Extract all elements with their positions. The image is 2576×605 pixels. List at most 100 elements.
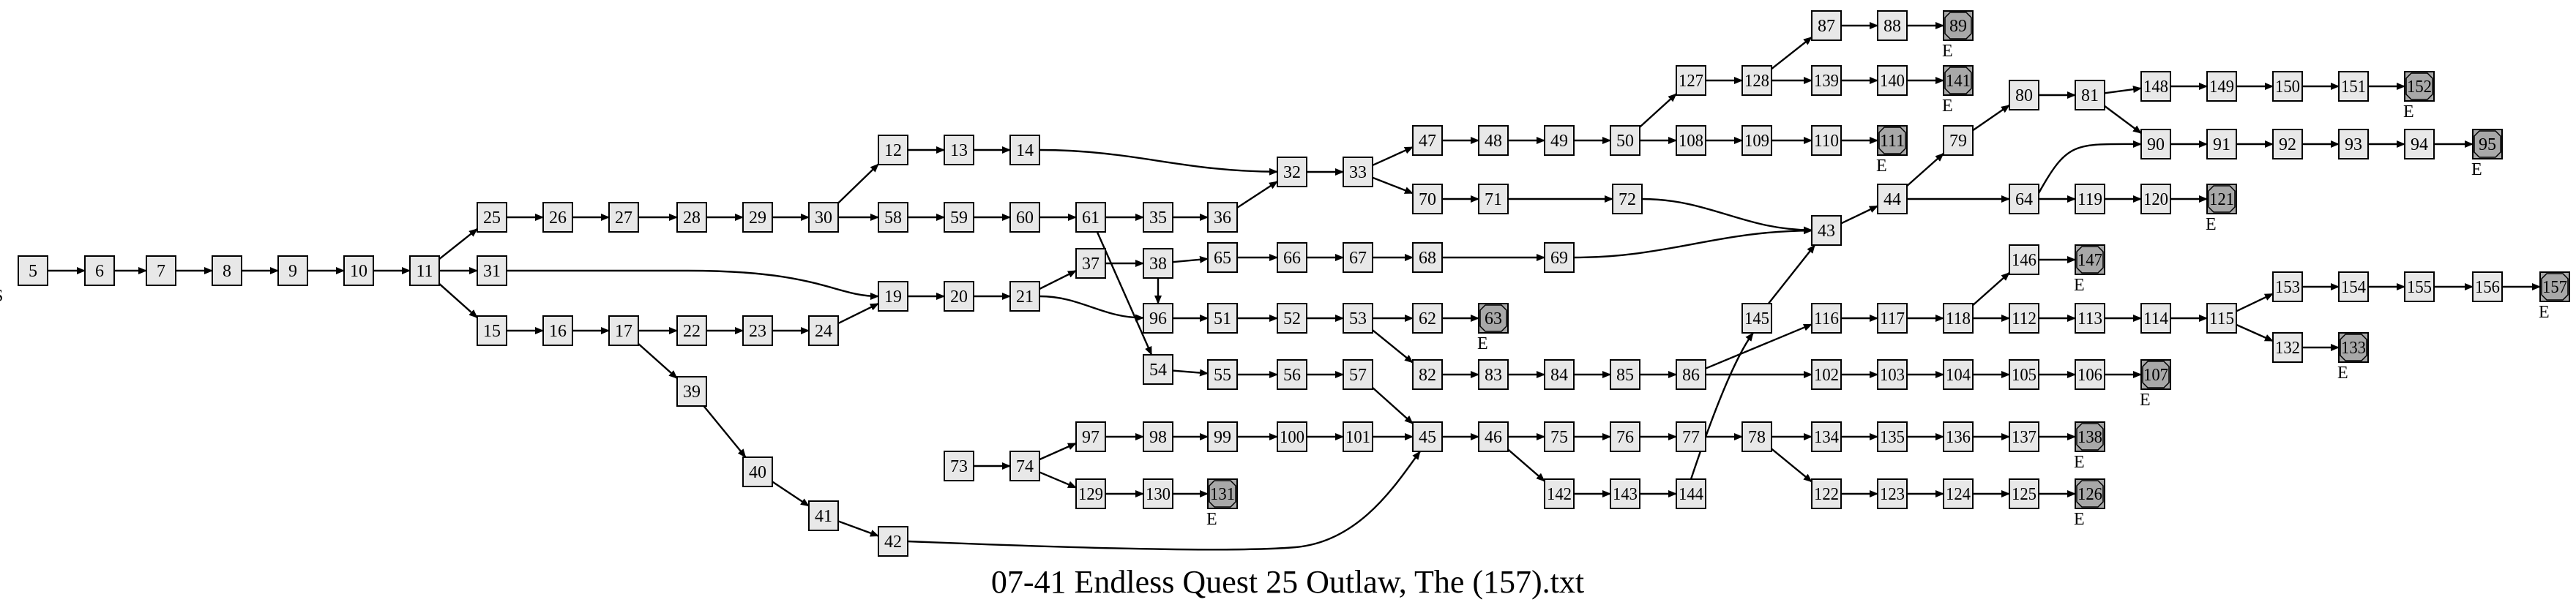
- node-label: 77: [1682, 428, 1700, 447]
- node-box: [2206, 129, 2237, 159]
- node-box: [1610, 359, 1640, 390]
- node-20: 20: [944, 281, 974, 312]
- end-node-box: [1207, 478, 1238, 509]
- node-61: 61: [1075, 202, 1106, 233]
- node-108: 108: [1676, 125, 1706, 156]
- edge-33-70: [1372, 176, 1414, 195]
- node-73: 73: [944, 451, 974, 481]
- edge-57-45: [1372, 387, 1414, 424]
- node-label: 97: [1082, 428, 1100, 447]
- node-box: [2272, 129, 2303, 159]
- node-box: [1811, 215, 1842, 246]
- node-label: 85: [1616, 366, 1634, 385]
- node-label: 136: [1946, 428, 1971, 447]
- node-label: 44: [1884, 190, 1901, 209]
- node-box: [2472, 271, 2503, 302]
- node-129: 129: [1075, 478, 1106, 509]
- edge-36-32: [1236, 181, 1278, 208]
- node-87: 87: [1811, 10, 1842, 41]
- node-box: [146, 255, 176, 286]
- node-box: [2338, 129, 2369, 159]
- node-label: 94: [2411, 135, 2428, 154]
- node-label: 50: [1616, 132, 1634, 151]
- node-layer: 5S67891011252627282930121314585960613536…: [0, 10, 2570, 557]
- edge-53-82: [1372, 329, 1414, 364]
- node-label: 74: [1016, 457, 1034, 476]
- node-box: [878, 202, 908, 233]
- node-label: 27: [615, 208, 632, 228]
- node-box: [1811, 65, 1842, 96]
- node-95: 95E: [2471, 129, 2503, 179]
- node-115: 115: [2206, 303, 2237, 334]
- node-label: 157: [2542, 278, 2567, 297]
- node-117: 117: [1877, 303, 1908, 334]
- node-label: 45: [1419, 428, 1436, 447]
- node-box: [2075, 359, 2105, 390]
- node-33: 33: [1343, 157, 1373, 187]
- node-box: [1143, 478, 1173, 509]
- node-55: 55: [1207, 359, 1238, 390]
- node-label: 149: [2209, 78, 2234, 97]
- node-155: 155: [2404, 271, 2435, 302]
- edge-11-25: [438, 228, 478, 260]
- end-marker: E: [1206, 510, 1217, 529]
- node-83: 83: [1478, 359, 1509, 390]
- edge-61-54: [1096, 231, 1153, 356]
- node-box: [1412, 242, 1443, 273]
- node-29: 29: [742, 202, 773, 233]
- end-octagon-icon: [2541, 273, 2569, 301]
- node-box: [1544, 125, 1575, 156]
- node-box: [676, 315, 707, 346]
- node-label: 151: [2341, 78, 2366, 97]
- node-149: 149: [2206, 71, 2237, 102]
- node-label: 14: [1016, 141, 1034, 160]
- node-box: [1343, 242, 1373, 273]
- node-70: 70: [1412, 184, 1443, 214]
- node-box: [542, 315, 573, 346]
- node-label: 156: [2475, 278, 2500, 297]
- node-label: 131: [1210, 485, 1235, 504]
- node-label: 64: [2015, 190, 2033, 209]
- end-octagon-icon: [2076, 480, 2104, 508]
- node-label: 104: [1946, 366, 1971, 385]
- end-node-box: [1943, 65, 1974, 96]
- node-label: 70: [1419, 190, 1436, 209]
- node-132: 132: [2272, 332, 2303, 363]
- node-30: 30: [808, 202, 839, 233]
- node-124: 124: [1943, 478, 1974, 509]
- node-41: 41: [808, 500, 839, 531]
- node-box: [2009, 359, 2039, 390]
- node-box: [477, 255, 507, 286]
- node-label: 46: [1485, 428, 1502, 447]
- end-node-box: [2404, 71, 2435, 102]
- node-box: [1143, 303, 1173, 334]
- node-130: 130: [1143, 478, 1173, 509]
- end-octagon-icon: [2208, 185, 2236, 213]
- node-146: 146: [2009, 244, 2039, 275]
- node-134: 134: [1811, 421, 1842, 452]
- node-label: 31: [483, 262, 501, 281]
- end-node-box: [2206, 184, 2237, 214]
- node-box: [2140, 303, 2171, 334]
- node-label: 28: [683, 208, 701, 228]
- end-marker: E: [2206, 215, 2217, 234]
- node-8: 8: [212, 255, 242, 286]
- node-label: 140: [1880, 72, 1905, 91]
- node-48: 48: [1478, 125, 1509, 156]
- node-box: [2075, 80, 2105, 110]
- node-142: 142: [1544, 478, 1575, 509]
- node-box: [2009, 303, 2039, 334]
- node-box: [2140, 71, 2171, 102]
- node-150: 150: [2272, 71, 2303, 102]
- node-38: 38: [1143, 248, 1173, 279]
- node-box: [477, 202, 507, 233]
- node-9: 9: [277, 255, 308, 286]
- node-box: [1412, 303, 1443, 334]
- node-box: [1811, 421, 1842, 452]
- node-72: 72: [1612, 184, 1643, 214]
- node-label: 83: [1485, 366, 1502, 385]
